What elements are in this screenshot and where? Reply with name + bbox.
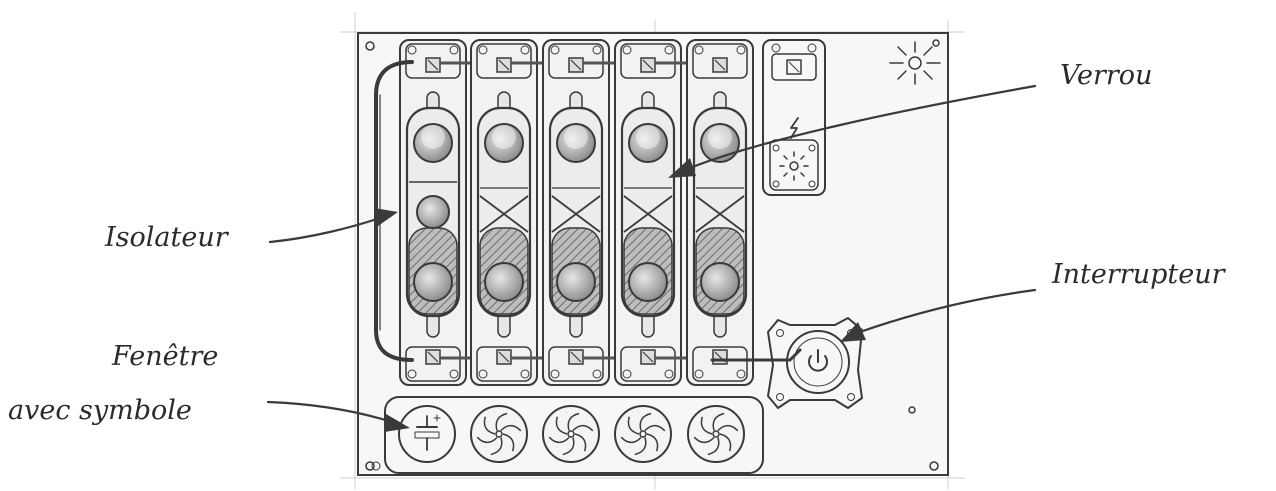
label-fenetre-line2: avec symbole: [8, 395, 192, 426]
fan-icon: [687, 405, 745, 463]
breaker-module[interactable]: [542, 39, 641, 386]
toggle-knob: [556, 262, 596, 302]
fan-icon: [614, 405, 672, 463]
arrowhead-icon: [840, 322, 866, 342]
breaker-module[interactable]: [686, 39, 754, 386]
window-strip: [371, 396, 764, 474]
wire: [710, 348, 802, 362]
indicator-module: [762, 39, 826, 196]
arrowhead-icon: [374, 208, 398, 226]
breaker-module[interactable]: [399, 39, 497, 386]
sun-icon: [889, 39, 941, 85]
toggle-knob: [413, 262, 453, 302]
breaker-module[interactable]: [470, 39, 569, 386]
fenetre-arrow: [266, 400, 394, 424]
toggle-knob: [628, 262, 668, 302]
arrowhead-icon: [384, 414, 410, 432]
sun-icon: [779, 151, 809, 181]
lightning-bolt-icon: [790, 117, 799, 139]
toggle-knob: [484, 262, 524, 302]
label-fenetre-line1: Fenêtre: [111, 341, 218, 372]
arrowhead-icon: [668, 158, 696, 178]
leader-arrows: [266, 84, 1037, 432]
verrou-arrow: [688, 84, 1037, 170]
toggle-knob: [700, 262, 740, 302]
isolator-knob[interactable]: [416, 195, 450, 229]
fan-icon: [470, 405, 528, 463]
isolateur-arrow: [268, 216, 382, 244]
switch-modules: [399, 39, 754, 386]
label-verrou: Verrou: [1060, 60, 1152, 91]
panel-screw: [365, 41, 939, 471]
breaker-module[interactable]: [614, 39, 713, 386]
fan-icon: [542, 405, 600, 463]
label-interrupteur: Interrupteur: [1051, 259, 1227, 290]
battery-icon: [398, 405, 456, 463]
label-isolateur: Isolateur: [104, 222, 230, 253]
power-icon: [808, 349, 828, 372]
interrupteur-arrow: [858, 288, 1037, 334]
